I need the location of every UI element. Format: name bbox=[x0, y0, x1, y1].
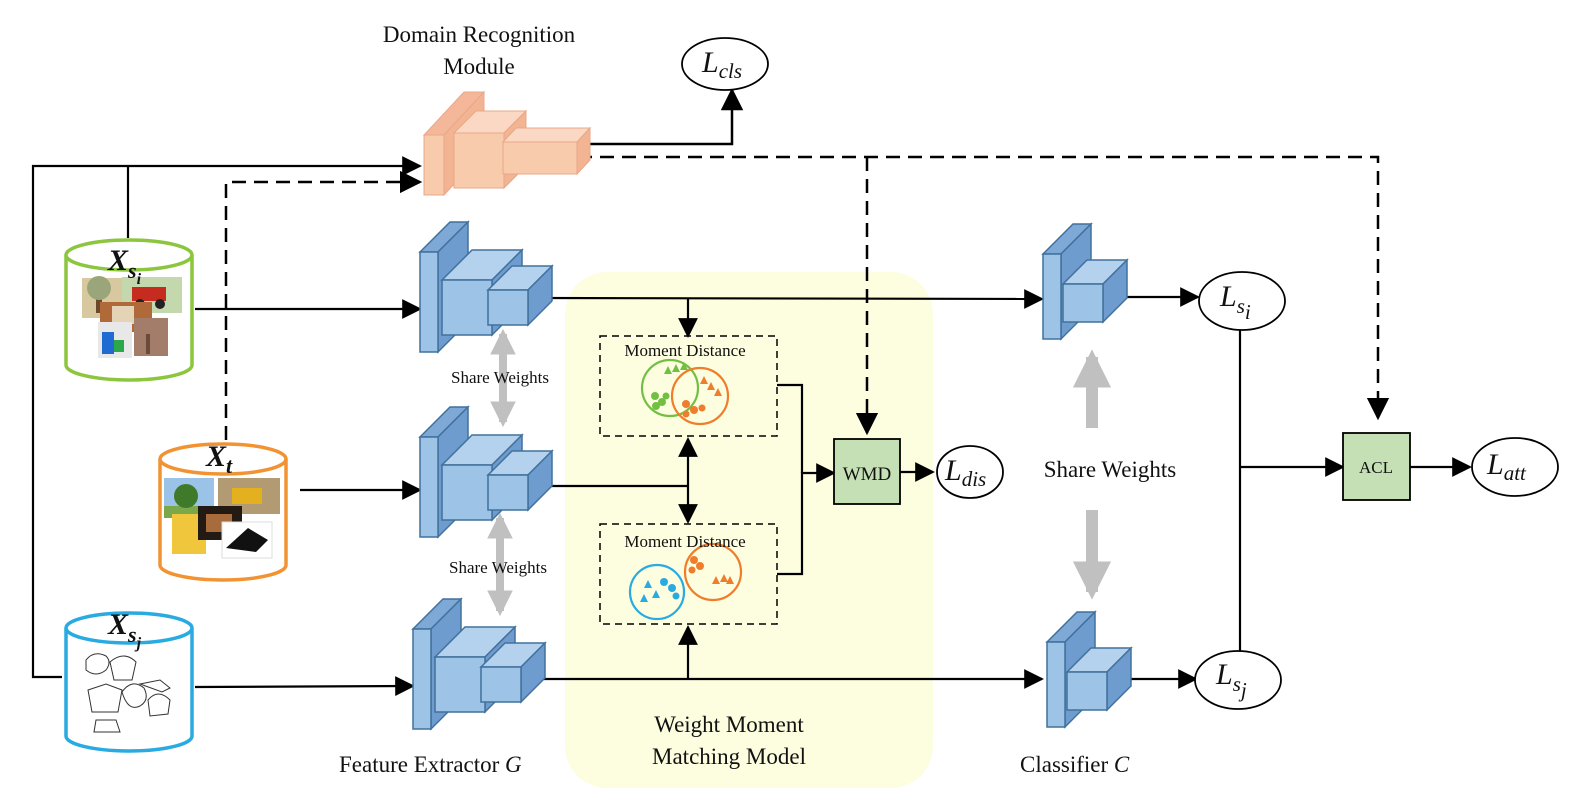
dataset-xsi bbox=[64, 238, 194, 382]
wmm-region bbox=[565, 272, 933, 788]
connector-xsj-to-g3 bbox=[194, 676, 415, 696]
acl-label: ACL bbox=[1359, 458, 1393, 477]
wmd-box bbox=[833, 438, 901, 505]
loss-dis-label: Ldis bbox=[944, 454, 986, 491]
moment-distance-label-2: Moment Distance bbox=[624, 532, 745, 551]
moment-distance-box-2 bbox=[599, 523, 778, 625]
connector-domain-to-lcls bbox=[578, 87, 744, 146]
loss-cls-label: Lcls bbox=[701, 46, 742, 83]
connector-xt-to-domain bbox=[224, 170, 423, 440]
domain-recognition-module bbox=[422, 90, 592, 197]
image-thumbnails-xt bbox=[164, 478, 280, 559]
loss-att-label: Latt bbox=[1486, 448, 1527, 485]
connector-domain-to-acl bbox=[578, 155, 1390, 421]
loss-att-ellipse bbox=[1471, 437, 1559, 497]
connector-left-bus bbox=[31, 156, 422, 679]
dataset-xsj bbox=[64, 611, 194, 753]
acl-box bbox=[1342, 432, 1411, 501]
loss-dis-ellipse bbox=[936, 445, 1004, 499]
connector-g1-to-c1 bbox=[539, 289, 1044, 309]
moment-distance-label-1: Moment Distance bbox=[624, 341, 745, 360]
feature-extractor-g3 bbox=[412, 598, 546, 730]
image-thumbnails-xsi bbox=[82, 276, 182, 358]
feature-extractor-g2 bbox=[419, 406, 553, 538]
dataset-xt-label: Xt bbox=[205, 440, 233, 478]
domain-module-title-line1: Domain Recognition bbox=[383, 22, 576, 47]
wmm-title-line2: Matching Model bbox=[652, 744, 806, 769]
moment-distance-box-1 bbox=[599, 335, 778, 437]
domain-module-title-line2: Module bbox=[443, 54, 515, 79]
loss-sj-ellipse bbox=[1194, 650, 1282, 710]
loss-si-label: Lsi bbox=[1219, 280, 1251, 324]
loss-cls-ellipse bbox=[681, 37, 769, 91]
sketch-thumbnails-xsj bbox=[85, 653, 171, 733]
wmm-title-line1: Weight Moment bbox=[654, 712, 804, 737]
dataset-xsi-label: Xsi bbox=[107, 244, 142, 288]
dataset-xsj-label: Xsj bbox=[107, 608, 142, 652]
connector-md2-to-wmd bbox=[777, 463, 836, 576]
connector-md1-to-wmd bbox=[777, 383, 804, 473]
feature-extractor-g1 bbox=[419, 221, 553, 353]
classifier-c2 bbox=[1046, 611, 1132, 728]
wmd-label: WMD bbox=[843, 464, 892, 485]
classifier-label: Classifier C bbox=[1020, 752, 1130, 777]
dataset-xt bbox=[158, 442, 288, 582]
classifier-c1 bbox=[1042, 223, 1128, 340]
loss-sj-label: Lsj bbox=[1215, 658, 1247, 702]
loss-si-ellipse bbox=[1198, 271, 1286, 331]
share-weights-label-2: Share Weights bbox=[449, 558, 547, 577]
share-weights-label-1: Share Weights bbox=[451, 368, 549, 387]
feature-extractor-label: Feature Extractor G bbox=[339, 752, 522, 777]
share-weights-label-3: Share Weights bbox=[1044, 457, 1177, 482]
